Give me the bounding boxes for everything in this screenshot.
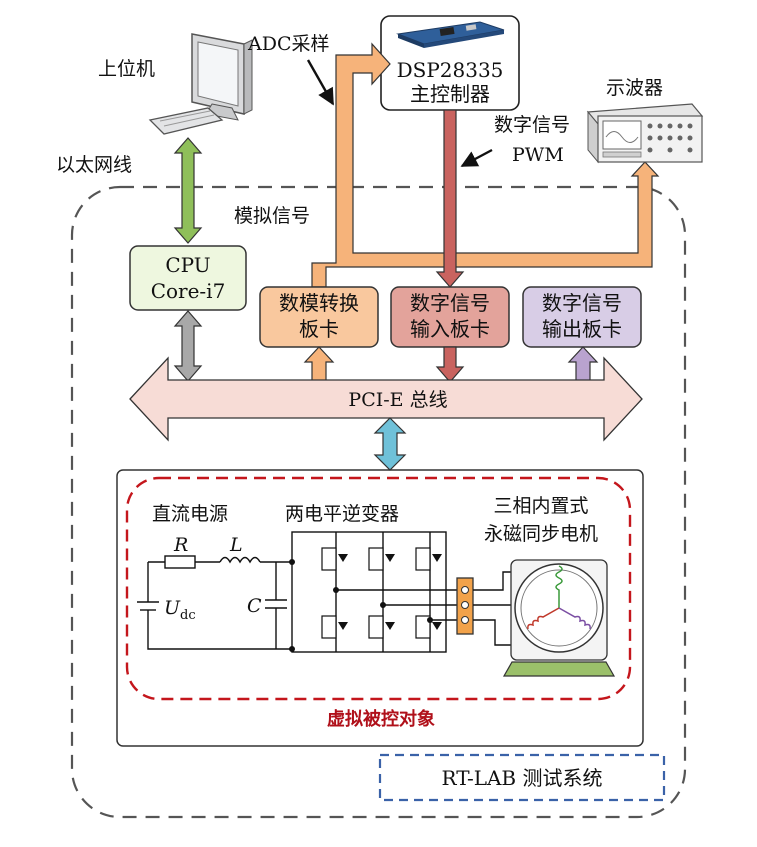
pwm-label: PWM	[512, 144, 564, 166]
digital-input-title: 数字信号	[410, 291, 490, 315]
cpu-box	[129, 245, 247, 311]
oscilloscope-label: 示波器	[606, 77, 663, 99]
dac-board-title: 数模转换	[279, 291, 359, 315]
ethernet-arrow	[173, 137, 203, 244]
rtlab-boundary	[70, 185, 687, 819]
analog-signal-label: 模拟信号	[234, 205, 310, 227]
udc-main: U	[164, 597, 181, 619]
oscilloscope-icon	[586, 103, 704, 164]
inverter-label: 两电平逆变器	[285, 503, 399, 525]
dsp-title: DSP28335	[397, 58, 504, 82]
dac-bus-arrow	[303, 346, 335, 383]
ethernet-label: 以太网线	[56, 154, 132, 176]
digital-output-title: 数字信号	[542, 291, 622, 315]
dsp-board-icon	[396, 21, 505, 48]
virtual-plant-label: 虚拟被控对象	[327, 708, 435, 730]
digital-output-subtitle: 输出板卡	[542, 317, 622, 341]
udc-label: Udc	[164, 597, 196, 623]
udc-subscript: dc	[180, 608, 196, 623]
rtlab-label-box	[378, 753, 666, 802]
dout-bus-arrow	[567, 346, 599, 383]
adc-sampling-label: ADC采样	[247, 33, 330, 55]
cpu-title: CPU	[165, 253, 210, 277]
inductor-label: L	[229, 534, 243, 556]
pwm-arrow	[435, 109, 465, 288]
virtual-plant-boundary	[125, 476, 632, 701]
resistor-label: R	[173, 534, 188, 556]
pmsm-motor-icon	[502, 559, 616, 677]
host-pc-label: 上位机	[98, 58, 155, 80]
motor-label-line2: 永磁同步电机	[484, 523, 598, 545]
rtlab-system-label: RT-LAB 测试系统	[441, 766, 602, 790]
capacitor-label: C	[247, 595, 262, 617]
dsp-subtitle: 主控制器	[410, 82, 490, 106]
dc-circuit	[137, 555, 292, 650]
cpu-bus-arrow	[173, 310, 203, 382]
digital-output-board-box	[522, 286, 642, 348]
inverter-circuit	[289, 531, 460, 653]
computer-icon	[148, 33, 253, 135]
cpu-model: Core-i7	[151, 279, 226, 303]
digital-input-subtitle: 输入板卡	[410, 317, 490, 341]
motor-label-line1: 三相内置式	[493, 495, 588, 517]
pcie-bus-label: PCI-E 总线	[348, 389, 447, 411]
analog-signal-path	[311, 42, 660, 288]
din-bus-arrow	[435, 346, 465, 383]
adc-pointer	[306, 59, 335, 106]
dac-board-subtitle: 板卡	[299, 317, 339, 341]
bus-plant-arrow	[373, 417, 407, 471]
pcie-bus-arrow	[129, 356, 643, 442]
pwm-pointer	[460, 148, 493, 168]
dc-source-label: 直流电源	[152, 503, 228, 525]
digital-signal-label: 数字信号	[494, 114, 570, 136]
plant-box	[116, 469, 644, 747]
